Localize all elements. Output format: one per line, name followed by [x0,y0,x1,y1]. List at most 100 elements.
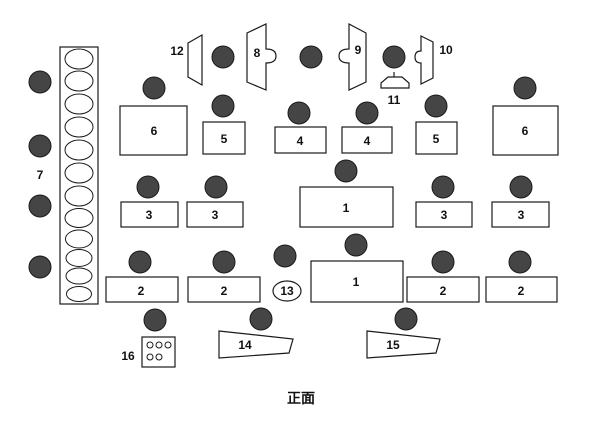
seat [211,94,235,118]
desk [492,105,559,156]
rack-slot [66,286,92,302]
desk [187,276,261,303]
rack-slot [65,267,93,285]
box-dot [146,341,154,349]
seat [355,101,379,125]
desk [310,260,404,303]
box-dot [164,341,172,349]
rack-slot [64,116,94,138]
seat [508,250,532,274]
wall-rack: 7 [37,46,99,305]
desk-label: 5 [221,132,228,146]
trapezoid-table-label: 14 [238,338,252,352]
seat [513,76,537,100]
fixture-10 [414,35,434,85]
seat [431,250,455,274]
desk-label: 5 [433,132,440,146]
fixture-10-label: 10 [439,43,453,57]
round-table-label: 13 [280,284,294,298]
desk-label: 1 [343,201,350,215]
desk [485,276,558,303]
seat [28,194,52,218]
seat [382,45,406,69]
seat [212,250,236,274]
desk-label: 4 [364,134,371,148]
desk [415,201,473,228]
desk-label: 3 [146,208,153,222]
seat [509,175,533,199]
seat [334,159,358,183]
desk-label: 3 [212,208,219,222]
desk-label: 4 [297,134,304,148]
rack-slot [65,229,93,249]
seat [142,76,166,100]
seat [128,250,152,274]
round-table [272,280,302,302]
desk-label: 3 [518,208,525,222]
seat [28,134,52,158]
desk [202,121,246,155]
seat [431,175,455,199]
fixture-9-label: 9 [355,43,362,57]
seat [211,45,235,69]
seat [344,233,368,257]
desk-label: 2 [221,284,228,298]
desk-row-2: 3 3 1 3 3 [120,159,550,228]
desk [491,201,550,228]
fixture-12-label: 12 [170,44,184,58]
box-dot [155,341,163,349]
box-dot [146,353,154,361]
desk [299,186,394,228]
desk-label: 1 [353,275,360,289]
desk [120,201,179,228]
desk [274,126,327,154]
rack-slot [64,162,94,184]
desk-label: 2 [440,284,447,298]
desk-row-3: 2 2 13 1 2 2 [105,233,558,303]
dotted-box-label: 16 [121,349,135,363]
box-dot [155,353,163,361]
rack-slot [64,48,94,70]
trapezoid-table [366,330,441,359]
seat [28,255,52,279]
rack-slot [65,249,93,267]
desk [119,105,188,156]
desk-label: 2 [518,284,525,298]
rack-slot [64,208,94,228]
desk-label: 2 [138,284,145,298]
wall-rack-label: 7 [37,168,44,182]
fixture-9 [338,23,367,91]
rack-slot [64,70,94,92]
trapezoid-table-label: 15 [386,338,400,352]
dotted-box [141,336,176,368]
fixture-8 [246,23,277,91]
desk [186,201,244,228]
fixture-11 [380,76,410,89]
desk-label: 6 [522,124,529,138]
seat [249,307,273,331]
seat [287,101,311,125]
seat [136,175,160,199]
bottom-items: 16 14 15 [121,307,441,368]
seat [143,308,167,332]
top-fixtures: 12 8 9 11 10 [170,23,453,107]
fixture-12 [187,33,203,87]
desk-label: 6 [151,124,158,138]
desk [415,121,458,155]
desk [341,126,393,154]
seat [273,244,297,268]
rack-slot [64,139,94,161]
seat [394,307,418,331]
seat [424,94,448,118]
desk [105,276,179,303]
rack-slot [64,93,94,115]
fixture-11-label: 11 [388,93,401,107]
desk-row-1: 6 5 4 4 5 6 [119,76,559,156]
rack-side-seats [28,70,52,279]
rack-slot [64,185,94,207]
seat [28,70,52,94]
desk [406,276,480,303]
seat [299,45,323,69]
fixture-8-label: 8 [254,46,261,60]
